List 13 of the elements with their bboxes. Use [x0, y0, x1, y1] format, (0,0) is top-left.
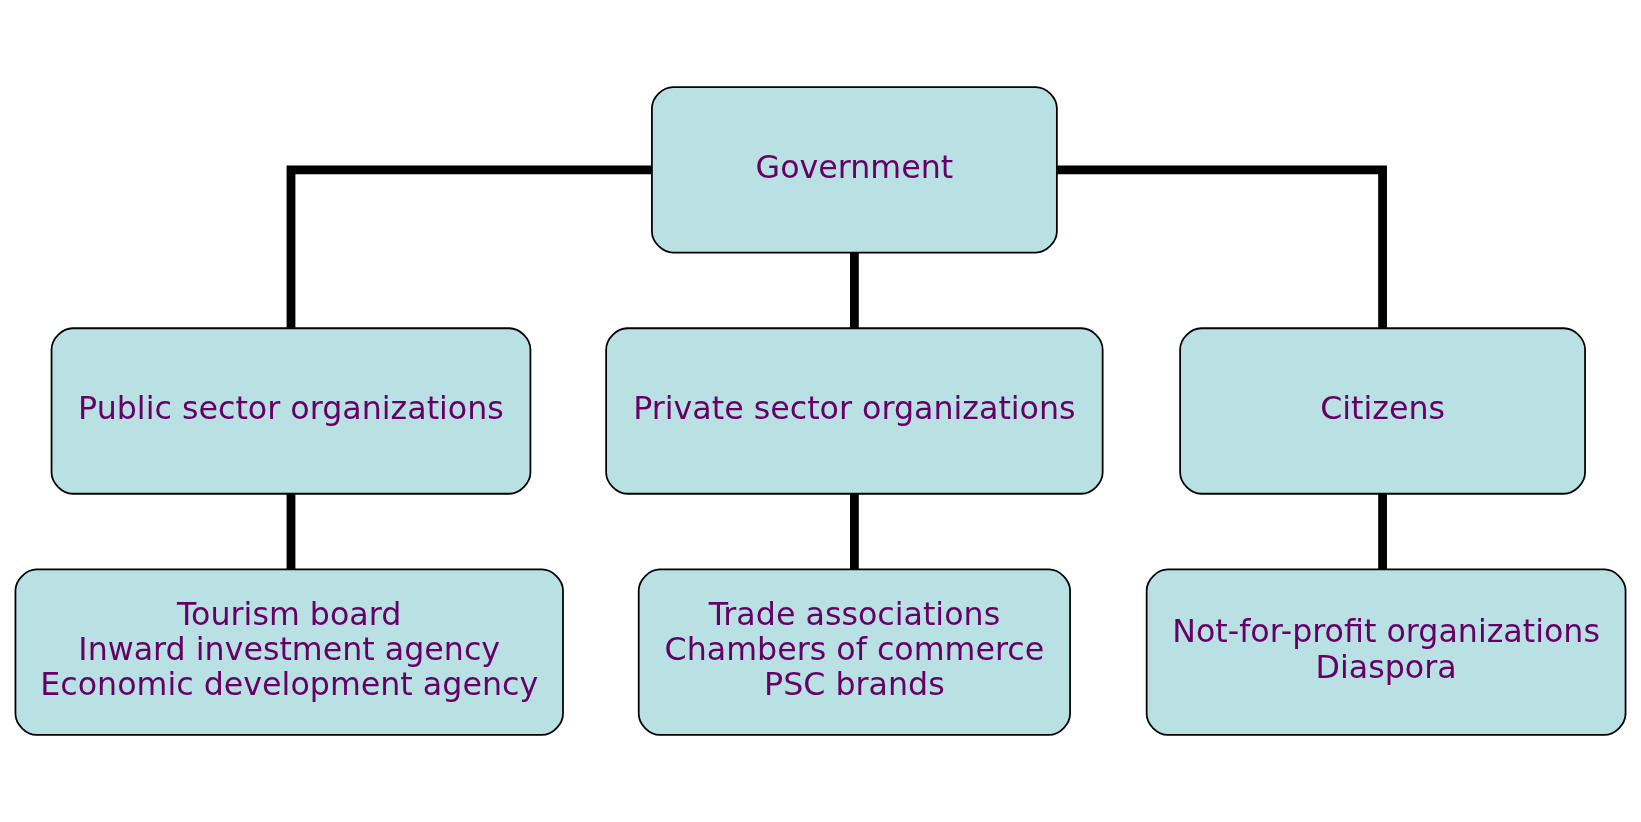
connector [1378, 494, 1387, 570]
connector [850, 494, 859, 570]
node-box: Citizens [1179, 327, 1586, 495]
node-box: Private sector organizations [605, 327, 1104, 495]
node-box: Government [651, 86, 1058, 254]
connector [850, 252, 859, 328]
connector [286, 494, 296, 570]
node-box: Public sector organizations [50, 327, 532, 495]
connector [286, 165, 652, 328]
node-box: Trade associations Chambers of commerce PSC brands [637, 568, 1071, 736]
node-box: Tourism board Inward investment agency Economic development agency [14, 568, 564, 736]
connector [1057, 165, 1387, 328]
node-box: Not-for-profit organizations Diaspora [1145, 568, 1627, 736]
